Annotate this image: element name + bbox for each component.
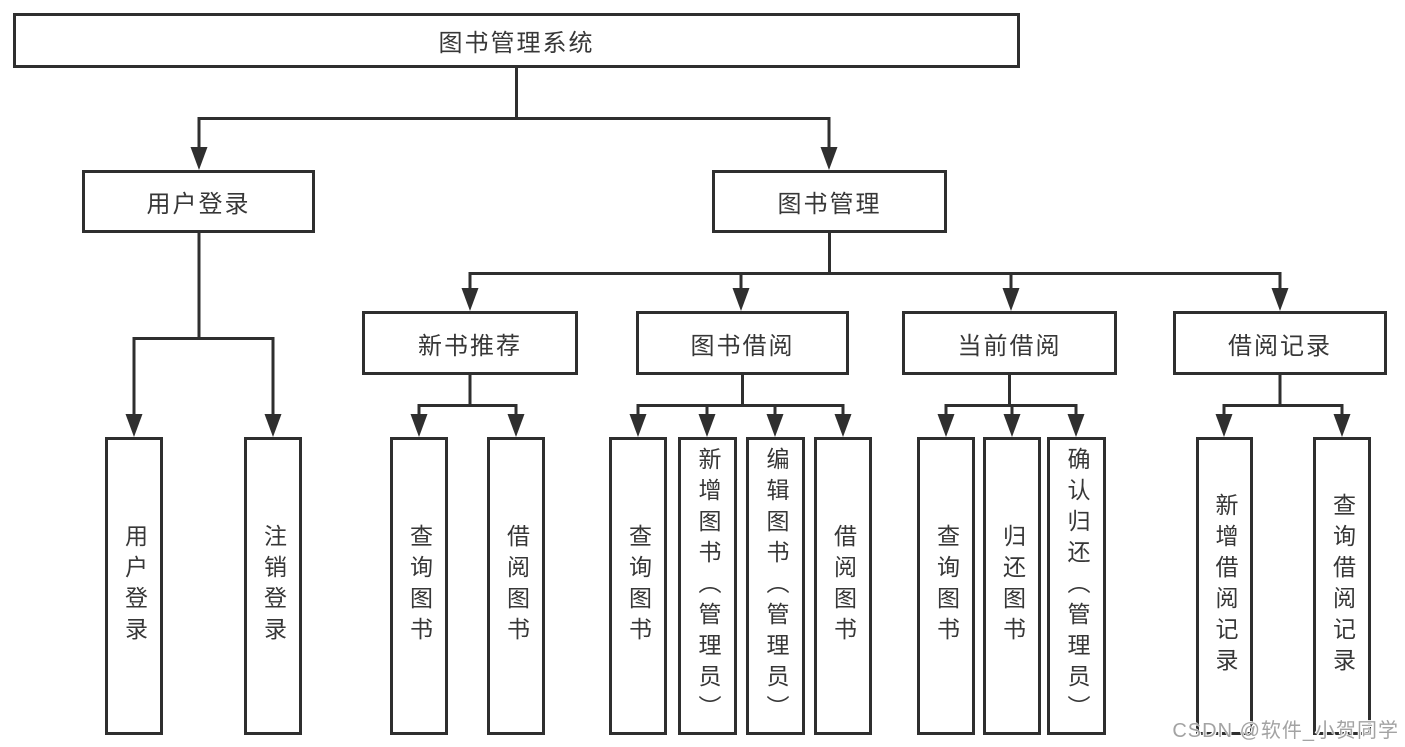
node-new-book-recommendation: 新书推荐 — [362, 311, 578, 375]
node-user-login: 用户登录 — [105, 437, 163, 735]
node-label: 查询图书 — [625, 524, 652, 648]
node-label: 当前借阅 — [957, 332, 1062, 360]
node-book-borrowing: 图书借阅 — [636, 311, 849, 375]
node-current-borrowing: 当前借阅 — [902, 311, 1117, 375]
node-label: 新增借阅记录 — [1212, 493, 1238, 679]
node-edit-books-admin: 编辑图书（管理员） — [746, 437, 805, 735]
node-label: 借阅图书 — [830, 524, 857, 648]
node-user-login-group: 用户登录 — [82, 170, 315, 233]
node-label: 归还图书 — [999, 524, 1026, 648]
node-label: 用户登录 — [121, 524, 148, 648]
node-label: 查询图书 — [406, 524, 433, 648]
node-label: 确认归还（管理员） — [1064, 446, 1090, 726]
node-return-books: 归还图书 — [983, 437, 1041, 735]
node-add-books-admin: 新增图书（管理员） — [678, 437, 737, 735]
node-label: 编辑图书（管理员） — [763, 446, 789, 726]
node-label: 图书管理系统 — [438, 30, 595, 57]
node-label: 新增图书（管理员） — [695, 446, 721, 726]
node-label: 借阅记录 — [1228, 332, 1332, 360]
node-label: 查询图书 — [933, 524, 960, 648]
node-confirm-return-admin: 确认归还（管理员） — [1047, 437, 1106, 735]
node-label: 注销登录 — [260, 524, 287, 648]
node-query-books-3: 查询图书 — [917, 437, 975, 735]
node-book-management: 图书管理 — [712, 170, 947, 233]
node-borrow-books-2: 借阅图书 — [814, 437, 872, 735]
watermark: CSDN @软件_小贺同学 — [1172, 720, 1399, 742]
node-borrow-books-1: 借阅图书 — [487, 437, 545, 735]
node-query-books-2: 查询图书 — [609, 437, 667, 735]
node-label: 图书借阅 — [690, 332, 795, 360]
node-label: 新书推荐 — [418, 332, 522, 360]
arrowheads — [125, 147, 1351, 437]
node-label: 查询借阅记录 — [1329, 493, 1356, 679]
node-label: 借阅图书 — [503, 524, 530, 648]
node-query-borrow-record: 查询借阅记录 — [1313, 437, 1371, 735]
node-add-borrow-record: 新增借阅记录 — [1196, 437, 1253, 735]
node-library-system: 图书管理系统 — [13, 13, 1020, 68]
node-borrowing-records: 借阅记录 — [1173, 311, 1387, 375]
node-logout: 注销登录 — [244, 437, 302, 735]
node-label: 用户登录 — [146, 191, 251, 218]
node-query-books-1: 查询图书 — [390, 437, 448, 735]
node-label: 图书管理 — [777, 191, 882, 218]
